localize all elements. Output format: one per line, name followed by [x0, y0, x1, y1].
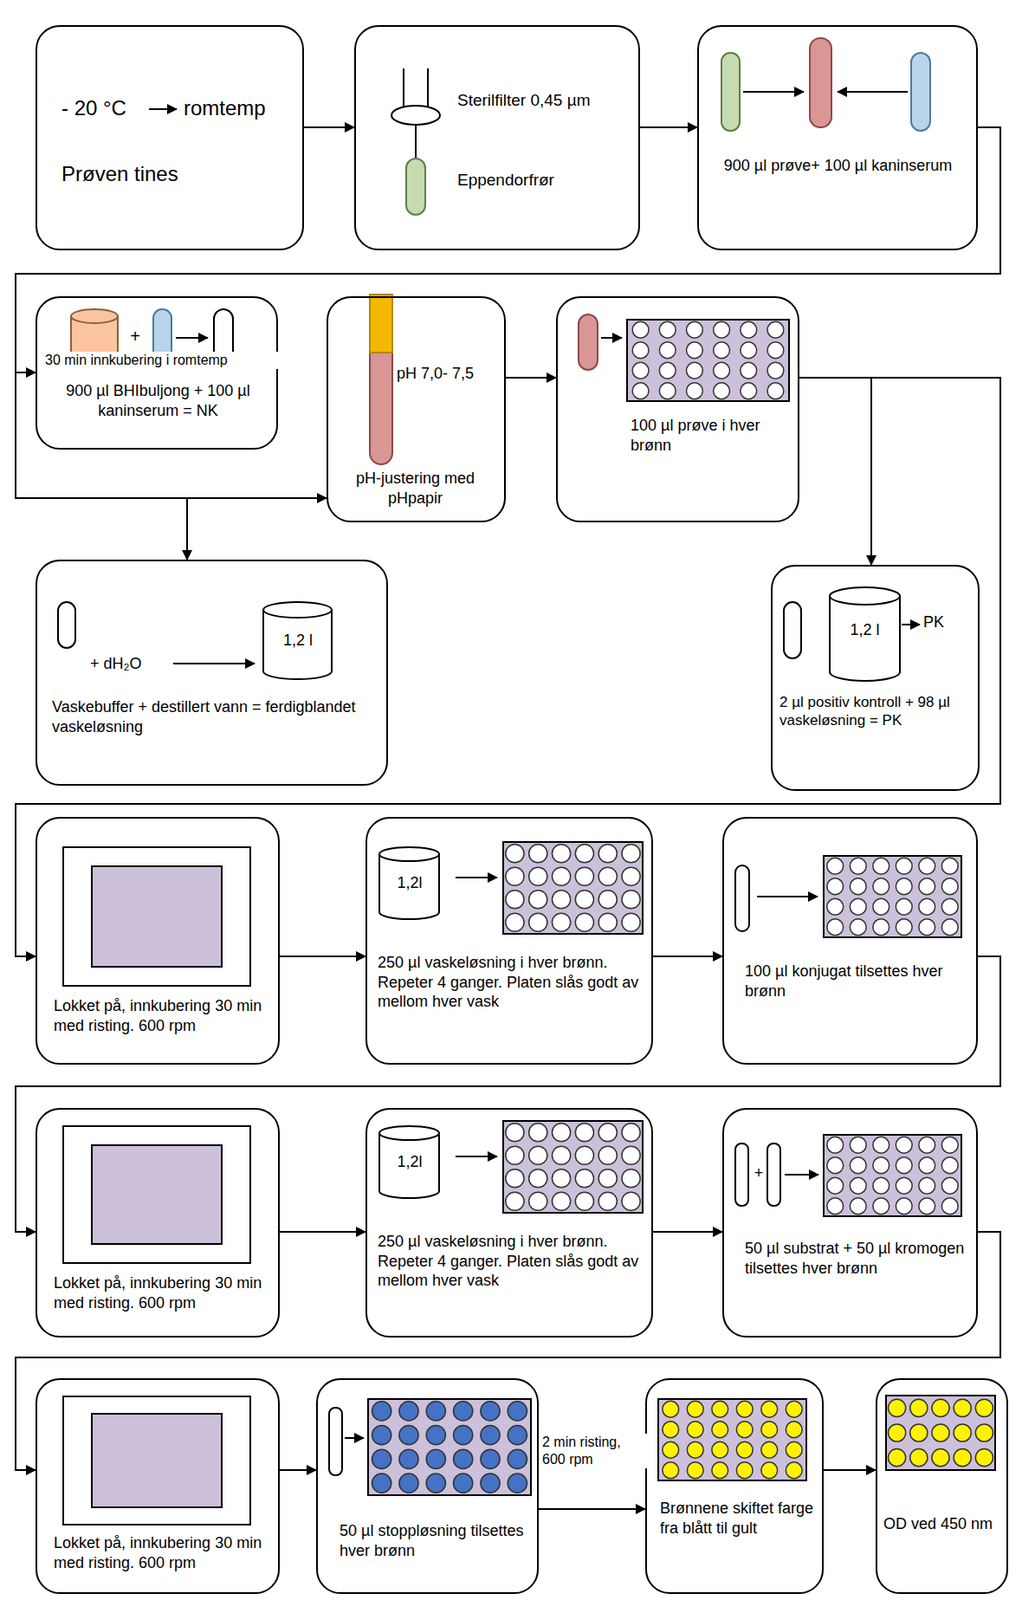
edge-label: 30 min innkubering i romtemp: [43, 351, 307, 369]
flow-arrow: [304, 126, 355, 129]
flow-arrow: [653, 955, 723, 958]
step-text: 1,2 l: [265, 630, 331, 651]
edge-label: 2 min risting, 600 rpm: [540, 1433, 647, 1469]
pk-step: 1,2 l PK 2 µl positiv kontroll + 98 µl vas…: [770, 564, 980, 791]
step-text: 900 µl BHIbuljong + 100 µl kaninserum = …: [47, 381, 269, 421]
flow-arrow: [15, 377, 1001, 957]
conjugate-step: 100 µl konjugat tilsettes hver brønn: [722, 816, 978, 1065]
step-text: Eppendorfrør: [457, 169, 631, 191]
step-text: 2 µl positiv kontroll + 98 µl vaskeløsni…: [779, 692, 975, 731]
step-text: +: [748, 1163, 770, 1184]
flow-arrow: [799, 377, 872, 565]
sample-to-plate: [578, 314, 790, 402]
nk-step: +900 µl BHIbuljong + 100 µl kaninserum =…: [35, 296, 279, 450]
step-text: - 20 °C: [61, 95, 144, 122]
substrate-step: +50 µl substrat + 50 µl kromogen tilsett…: [722, 1107, 978, 1338]
step-text: 100 µl konjugat tilsettes hver brønn: [744, 961, 966, 1001]
step-text: 100 µl prøve i hver brønn: [630, 415, 791, 455]
step-text: Vaskebuffer + destillert vann = ferdigbl…: [51, 697, 373, 737]
step-text: 900 µl prøve+ 100 µl kaninserum: [705, 155, 971, 176]
temp-arrow: [148, 108, 177, 110]
flow-arrow: [279, 1230, 366, 1233]
ph-tube: [369, 294, 393, 465]
step-text: Lokket på, innkubering 30 min med ristin…: [53, 1273, 275, 1313]
shaker: [63, 847, 251, 1525]
step-text: 1,2 l: [829, 620, 900, 641]
step-text: + dH₂O: [90, 653, 174, 674]
step-text: pH 7,0- 7,5: [396, 363, 501, 384]
wash-step: 1,2l 250 µl vaskeløsning i hver brønn. Re…: [365, 1107, 654, 1338]
tubes: [721, 38, 931, 131]
step-text: Prøven tines: [61, 161, 279, 188]
step-text: romtemp: [183, 95, 297, 122]
step-text: Lokket på, innkubering 30 min med ristin…: [53, 996, 275, 1035]
step-text: Sterilfilter 0,45 µm: [457, 90, 635, 111]
readout-step: OD ved 450 nm: [875, 1377, 1009, 1594]
ph-step: pH 7,0- 7,5 pH-justering med pHpapir: [326, 296, 506, 523]
flow-arrow: [653, 1230, 723, 1233]
wash-buffer: [58, 601, 332, 680]
step-text: pH-justering med pHpapir: [331, 468, 499, 508]
flow-arrow: [15, 372, 327, 499]
flow-arrow: [279, 1468, 317, 1471]
step-text: OD ved 450 nm: [883, 1513, 1003, 1534]
incubation-step: Lokket på, innkubering 30 min med ristin…: [35, 816, 280, 1065]
step-text: 1,2l: [381, 1151, 438, 1172]
flow-arrow: [505, 376, 557, 379]
flow-arrow: [15, 1231, 1001, 1470]
conjugate-step: [735, 855, 962, 938]
incubation-step: Lokket på, innkubering 30 min med ristin…: [35, 1107, 280, 1338]
wash-step: [379, 841, 643, 1213]
step-text: 1,2l: [381, 873, 438, 893]
sterile-filter: [391, 68, 440, 215]
step-text: 250 µl vaskeløsning i hver brønn. Repete…: [377, 1231, 647, 1291]
yellow-plates: [658, 1395, 996, 1481]
positive-control: [783, 587, 920, 681]
flow-arrow: [640, 126, 698, 129]
step-text: Brønnene skiftet farge fra blått til gul…: [659, 1498, 816, 1538]
color-change-step: Brønnene skiftet farge fra blått til gul…: [645, 1377, 824, 1594]
thaw-step: - 20 °C romtempPrøven tines: [35, 25, 305, 251]
flow-arrow: [15, 956, 1001, 1232]
flow-arrow: [538, 1507, 646, 1510]
incubation-step: Lokket på, innkubering 30 min med ristin…: [35, 1377, 280, 1594]
stop-step: [329, 1398, 531, 1495]
flow-arrow: [823, 1468, 876, 1471]
step-text: 250 µl vaskeløsning i hver brønn. Repete…: [377, 952, 647, 1012]
substrate-step: [735, 1134, 962, 1217]
step-text: Lokket på, innkubering 30 min med ristin…: [53, 1533, 275, 1572]
flow-arrow: [279, 955, 366, 958]
stop-step: 50 µl stoppløsning tilsettes hver brønn: [316, 1377, 539, 1594]
step-text: 50 µl stoppløsning tilsettes hver brønn: [339, 1520, 532, 1560]
wash-step: 1,2l 250 µl vaskeløsning i hver brønn. Re…: [365, 816, 654, 1065]
mix-step: 900 µl prøve+ 100 µl kaninserum: [697, 25, 978, 251]
filter-step: Sterilfilter 0,45 µm Eppendorfrør: [354, 25, 641, 251]
step-text: PK: [923, 612, 958, 633]
flow-arrow: [15, 372, 188, 560]
step-text: +: [125, 325, 145, 348]
wash-solution-step: + dH₂O 1,2 l Vaskebuffer + destillert vann…: [35, 559, 389, 786]
plate-step: 100 µl prøve i hver brønn: [556, 296, 800, 523]
step-text: 50 µl substrat + 50 µl kromogen tilsette…: [744, 1238, 966, 1278]
